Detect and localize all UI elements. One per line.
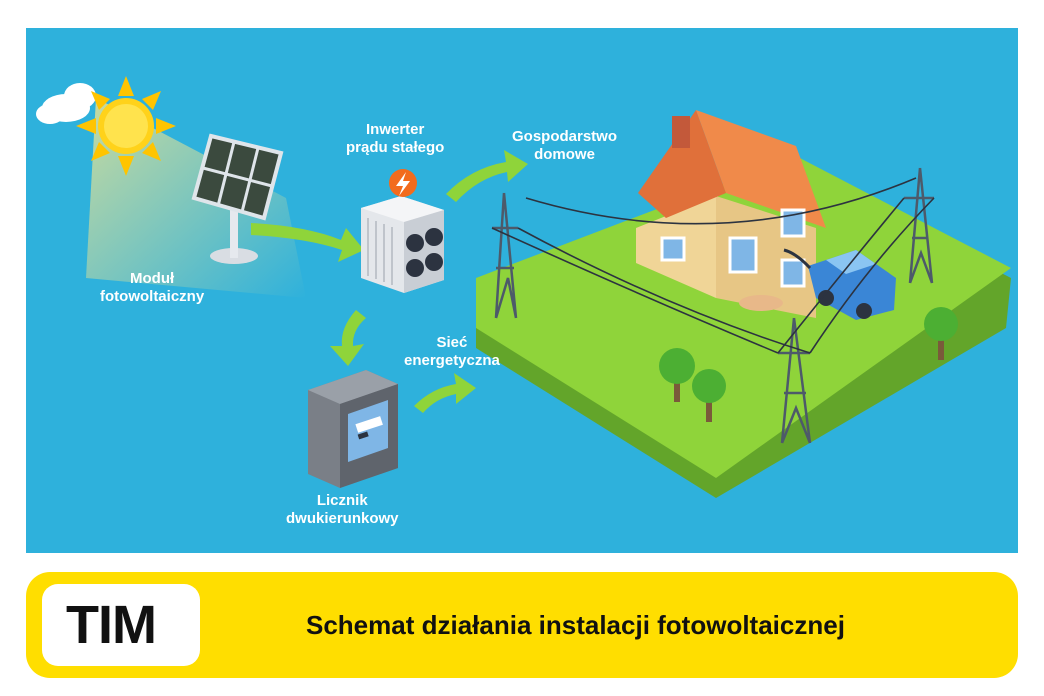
flow-arrows bbox=[251, 150, 528, 413]
label-inverter: Inwerter prądu stałego bbox=[346, 121, 445, 156]
island bbox=[476, 156, 1011, 498]
lightning-icon bbox=[389, 169, 417, 197]
label-meter: Licznik dwukierunkowy bbox=[286, 492, 399, 527]
cloud-icon bbox=[36, 83, 96, 124]
meter-icon bbox=[308, 370, 398, 488]
footer-title: Schemat działania instalacji fotowoltaic… bbox=[306, 610, 845, 640]
label-household: Gospodarstwo domowe bbox=[512, 128, 618, 163]
label-module: Moduł fotowoltaiczny bbox=[100, 270, 205, 305]
diagram-artwork bbox=[36, 76, 1011, 498]
sun-icon bbox=[76, 76, 176, 176]
logo: TIM bbox=[42, 584, 200, 666]
power-lines bbox=[491, 177, 935, 354]
solar-panel-icon bbox=[191, 133, 284, 264]
pylon-icon bbox=[492, 167, 934, 444]
tree-icon bbox=[659, 307, 958, 422]
footer-banner: TIM Schemat działania instalacji fotowol… bbox=[26, 572, 1018, 678]
inverter-icon bbox=[361, 196, 444, 293]
logo-text: TIM bbox=[66, 595, 157, 655]
house-icon bbox=[636, 110, 826, 318]
diagram-canvas: Moduł fotowoltaiczny Inwerter prądu stał… bbox=[26, 28, 1018, 553]
label-grid: Sieć energetyczna bbox=[404, 334, 500, 369]
